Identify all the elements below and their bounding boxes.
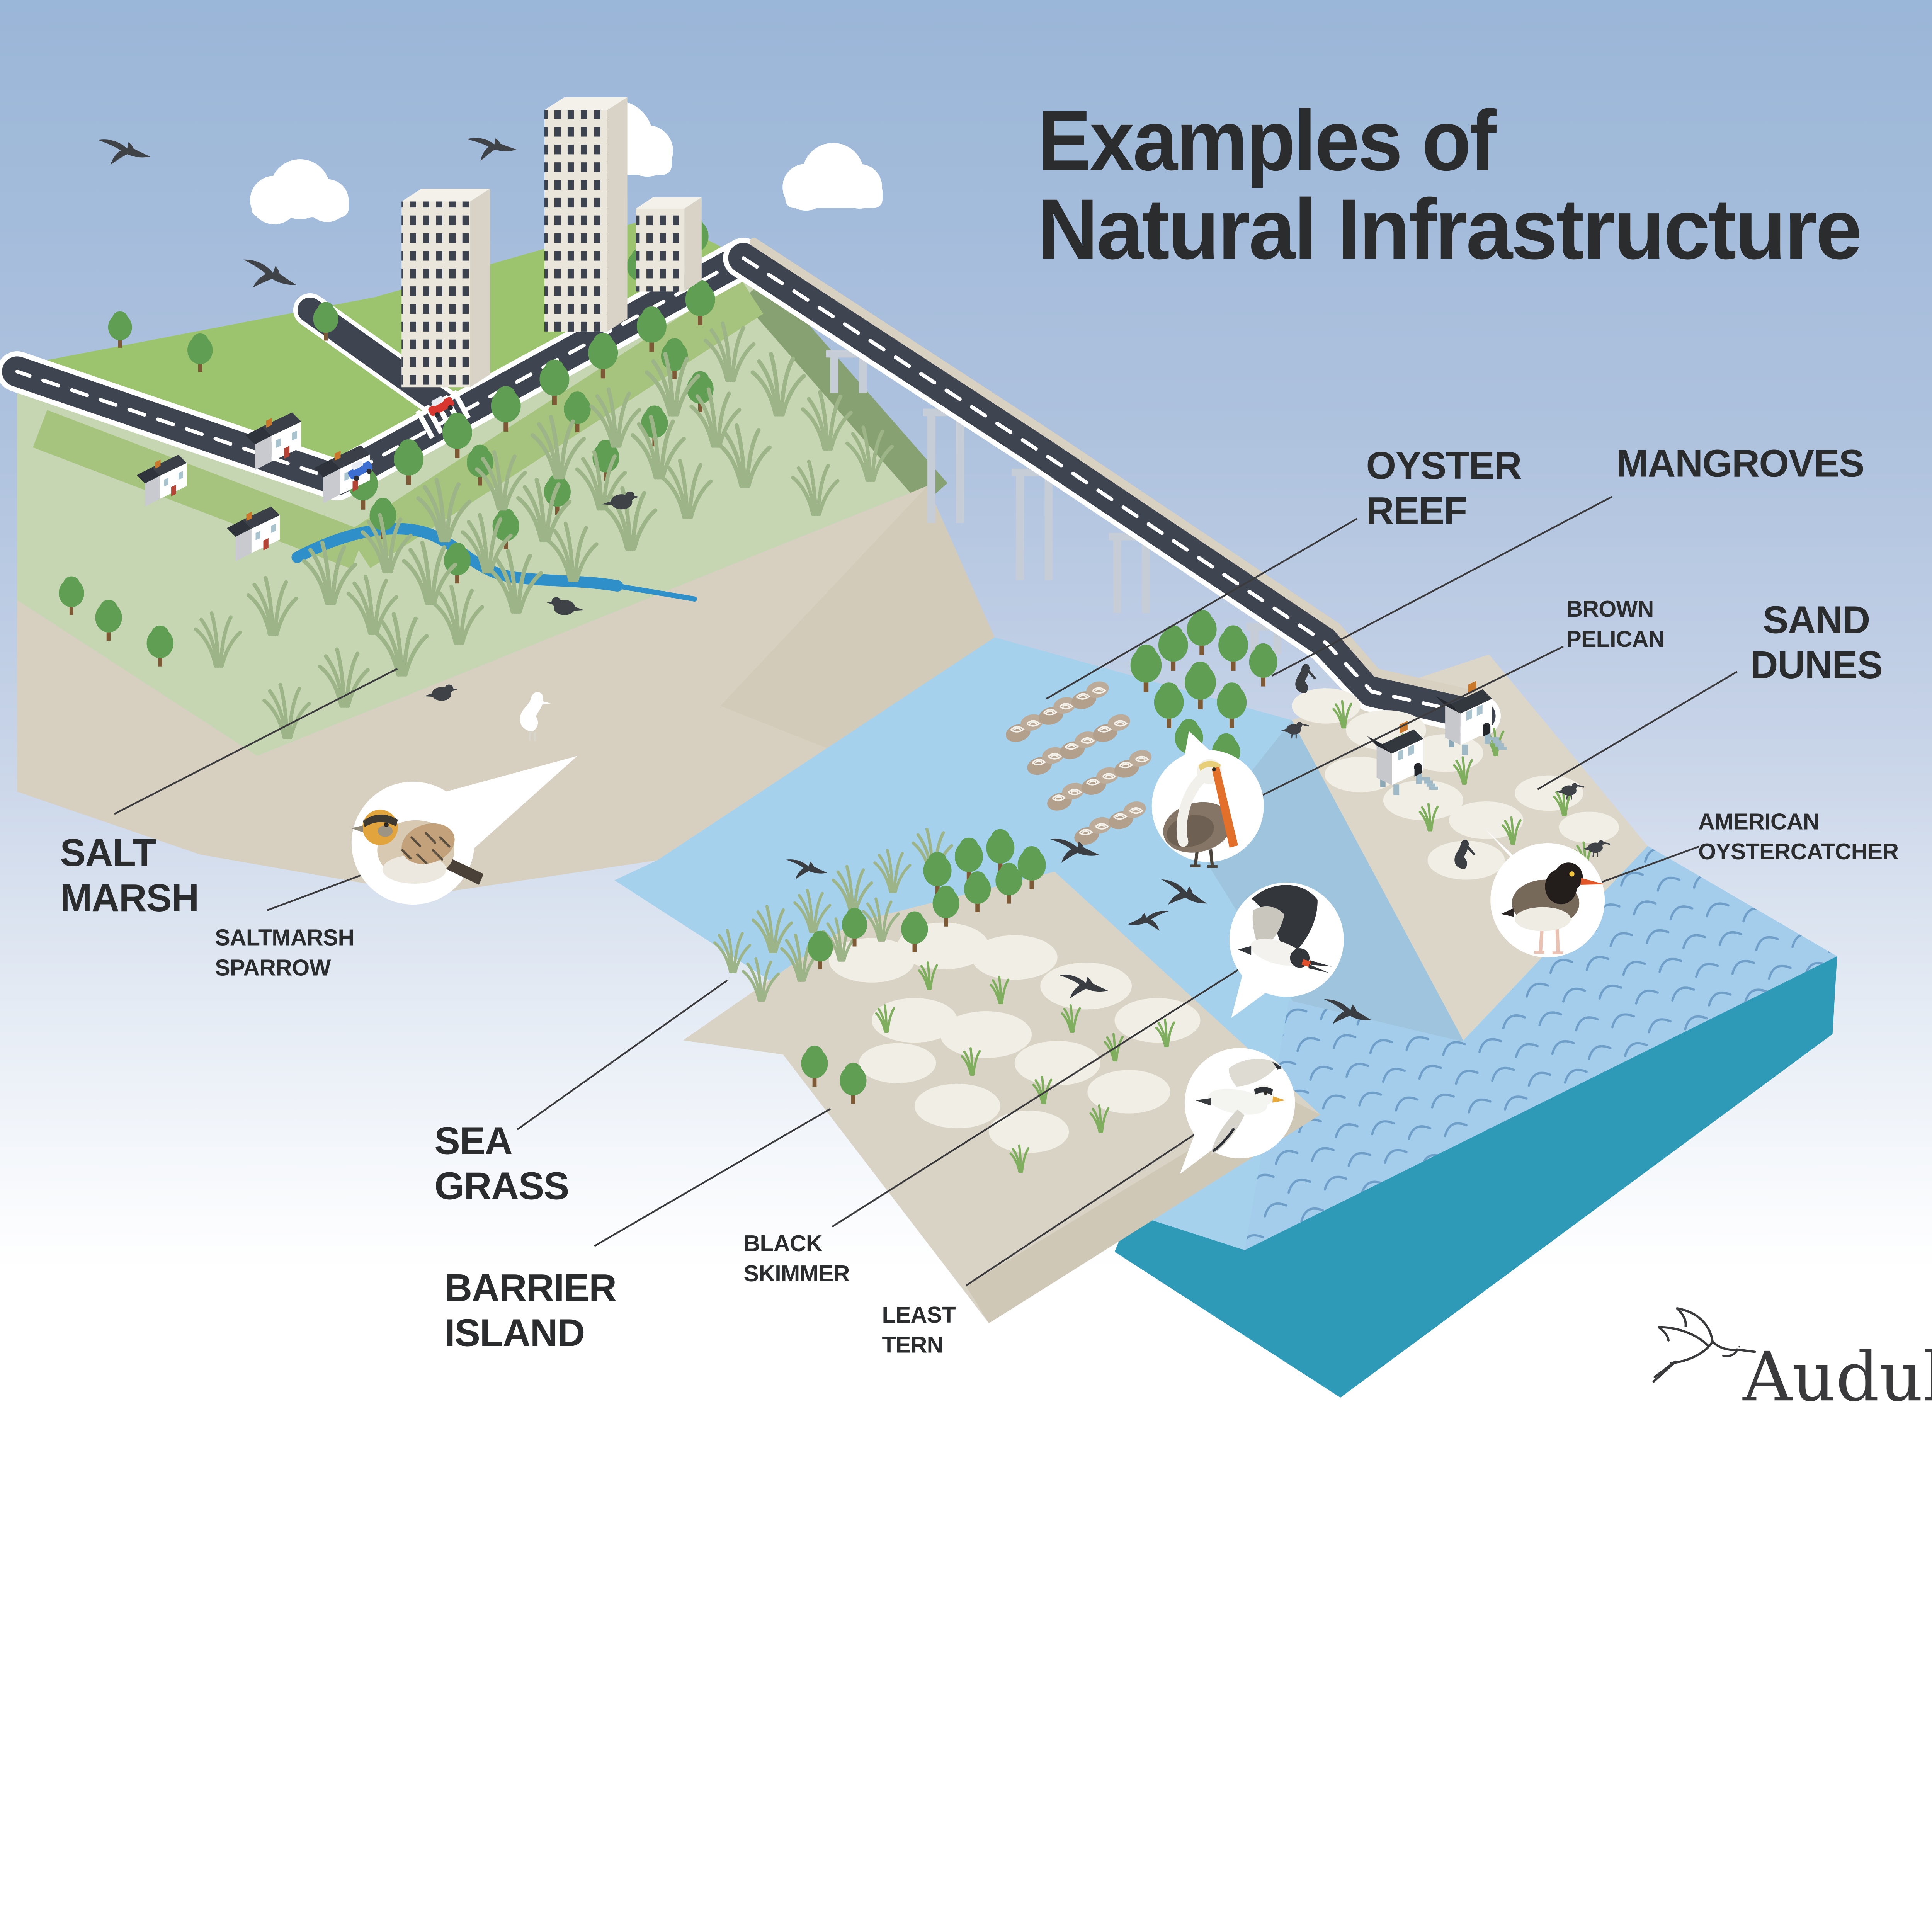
label-barrier-island-2: ISLAND <box>444 1312 585 1355</box>
title-line1: Examples of <box>1037 93 1497 189</box>
label-brown-pelican-1: BROWN <box>1566 596 1653 622</box>
skyscraper <box>401 189 490 388</box>
label-saltmarsh-sparrow-2: SPARROW <box>215 954 331 980</box>
label-mangroves: MANGROVES <box>1616 442 1864 485</box>
label-american-oystercatcher-1: AMERICAN <box>1698 808 1819 834</box>
ocean-waves <box>1245 846 1837 1250</box>
label-sea-grass-2: GRASS <box>434 1165 569 1208</box>
red-car-icon <box>428 396 454 418</box>
label-barrier-island-1: BARRIER <box>444 1267 616 1310</box>
label-least-tern-1: LEAST <box>882 1302 956 1328</box>
black-skimmer-icon <box>1238 885 1332 973</box>
sand-dunes-detail <box>1280 664 1619 893</box>
black-skimmer-callout <box>1229 883 1344 1018</box>
brown-pelican-callout <box>1151 731 1264 868</box>
label-sea-grass-1: SEA <box>434 1120 512 1163</box>
egret-logo-icon <box>1652 1307 1756 1383</box>
bridge-parapet <box>750 238 1490 702</box>
label-brown-pelican-2: PELICAN <box>1566 626 1664 652</box>
skyscraper <box>544 97 628 332</box>
label-salt-marsh-1: SALT <box>60 832 156 874</box>
saltmarsh-sparrow-callout <box>351 756 578 905</box>
label-american-oystercatcher-2: OYSTERCATCHER <box>1698 838 1898 864</box>
label-black-skimmer-1: BLACK <box>744 1230 823 1256</box>
skyscraper <box>636 197 702 292</box>
scene: SALT MARSH SALTMARSH SPARROW SEA GRASS B… <box>0 0 1932 1442</box>
infographic-poster: SALT MARSH SALTMARSH SPARROW SEA GRASS B… <box>0 0 1932 1442</box>
label-oyster-reef-1: OYSTER <box>1366 444 1522 487</box>
city-buildings <box>136 97 702 561</box>
label-least-tern-2: TERN <box>882 1332 943 1358</box>
least-tern-callout <box>1180 1048 1295 1174</box>
brown-pelican-icon <box>1163 759 1238 868</box>
water-side-face <box>1114 956 1837 1398</box>
audubon-logo: Audubon <box>1652 1307 1932 1417</box>
bay-and-ocean <box>614 637 1837 1398</box>
title: Examples of Natural Infrastructure <box>1037 93 1862 277</box>
bridge-road <box>723 238 1501 736</box>
label-saltmarsh-sparrow-1: SALTMARSH <box>215 925 354 951</box>
feature-labels: SALT MARSH SALTMARSH SPARROW SEA GRASS B… <box>60 442 1899 1358</box>
leader-lines <box>114 496 1738 1286</box>
least-tern-icon <box>1195 1059 1286 1155</box>
label-sand-dunes-1: SAND <box>1763 599 1870 641</box>
label-oyster-reef-2: REEF <box>1366 490 1467 532</box>
american-oystercatcher-callout <box>1485 829 1605 957</box>
blue-car-icon <box>348 460 372 481</box>
saltmarsh-sparrow-icon <box>351 810 484 885</box>
label-sand-dunes-2: DUNES <box>1750 644 1882 687</box>
label-black-skimmer-2: SKIMMER <box>744 1260 850 1286</box>
label-salt-marsh-2: MARSH <box>60 877 199 920</box>
american-oystercatcher-icon <box>1501 862 1605 954</box>
title-line2: Natural Infrastructure <box>1037 181 1861 277</box>
logo-wordmark: Audubon <box>1742 1337 1932 1417</box>
